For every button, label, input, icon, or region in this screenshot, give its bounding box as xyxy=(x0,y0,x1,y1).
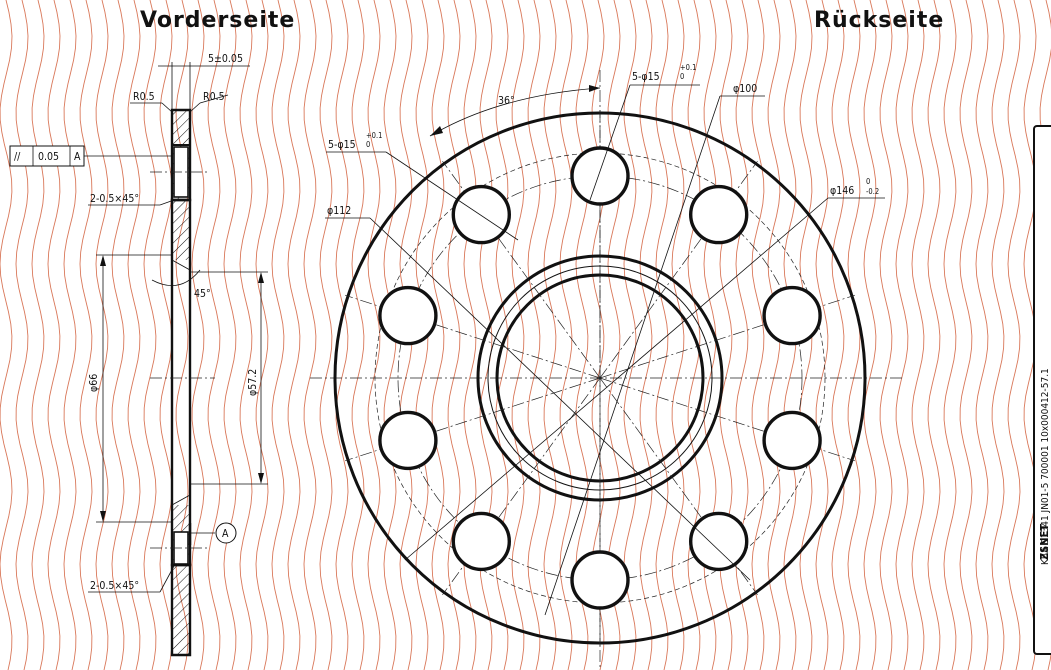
bolt-hole xyxy=(762,410,822,471)
front-datum-label: A xyxy=(222,528,229,540)
back-diameter-146-tol-low: -0.2 xyxy=(866,187,879,196)
wave-line xyxy=(207,0,221,670)
wave-line xyxy=(959,0,973,670)
wave-line xyxy=(367,0,381,670)
title-block-text: KBA 91341 JN01-5 700001 10x000412-57.1 xyxy=(1040,368,1051,565)
section-body xyxy=(170,108,192,657)
bolt-hole xyxy=(378,285,438,346)
front-chamfer-bottom-label: 2-0.5×45° xyxy=(90,580,139,592)
wave-line xyxy=(111,0,125,670)
wave-line xyxy=(191,0,205,670)
wave-line xyxy=(879,0,893,670)
wave-line xyxy=(0,0,13,670)
wave-line xyxy=(95,0,109,670)
bolt-hole xyxy=(451,511,511,572)
wave-line xyxy=(239,0,253,670)
back-diameter-146-label: φ146 xyxy=(830,185,854,197)
bolt-hole xyxy=(451,184,511,245)
bolt-hole xyxy=(378,410,438,471)
back-heading: Rückseite xyxy=(814,8,945,33)
wave-line xyxy=(527,0,541,670)
wave-line xyxy=(223,0,237,670)
front-heading: Vorderseite xyxy=(140,8,296,33)
bolt-hole xyxy=(689,184,749,245)
front-radius-left-label: R0.5 xyxy=(133,91,155,103)
wave-line xyxy=(255,0,269,670)
back-diameter-146-tol-up: 0 xyxy=(866,177,870,186)
back-holes-left-tol-low: 0 xyxy=(366,140,370,149)
wave-line xyxy=(287,0,301,670)
back-diameter-112-label: φ112 xyxy=(327,205,351,217)
wave-line xyxy=(431,0,445,670)
front-diameter-outer-label: φ66 xyxy=(88,374,100,392)
front-diameter-inner-label: φ57.2 xyxy=(247,369,259,396)
back-holes-left-label: 5-φ15 xyxy=(328,139,356,151)
front-chamfer-top-label: 2-0.5×45° xyxy=(90,193,139,205)
wave-line xyxy=(79,0,93,670)
front-angle-label: 45° xyxy=(194,288,211,300)
wave-line xyxy=(271,0,285,670)
wave-line xyxy=(927,0,941,670)
back-holes-top-tol-low: 0 xyxy=(680,72,684,81)
wave-line xyxy=(815,0,829,670)
wave-line xyxy=(943,0,957,670)
title-block-logo: ZSNET xyxy=(1038,524,1051,560)
tolerance-datum: A xyxy=(74,151,81,163)
wave-line xyxy=(303,0,317,670)
wave-line xyxy=(319,0,333,670)
wave-line xyxy=(127,0,141,670)
wave-line xyxy=(559,0,573,670)
wave-line xyxy=(543,0,557,670)
wave-line xyxy=(623,0,637,670)
wave-line xyxy=(991,0,1005,670)
wave-line xyxy=(975,0,989,670)
wave-line xyxy=(447,0,461,670)
back-angle-label: 36° xyxy=(498,95,515,107)
bolt-hole xyxy=(570,146,630,206)
wave-line xyxy=(63,0,77,670)
wave-line xyxy=(863,0,877,670)
wave-line xyxy=(671,0,685,670)
tolerance-symbol: // xyxy=(14,151,21,163)
wave-line xyxy=(1007,0,1021,670)
wave-line xyxy=(47,0,61,670)
wave-line xyxy=(847,0,861,670)
wave-line xyxy=(911,0,925,670)
front-section-view: 5±0.05 R0.5 R0.5 // 0.05 A 2-0.5×45° 45° xyxy=(9,53,268,657)
back-plan-view: 36° 5-φ15 +0.1 0 φ100 5-φ15 +0.1 0 φ112 … xyxy=(310,63,905,668)
wave-line xyxy=(575,0,589,670)
bolt-hole xyxy=(570,550,630,610)
wave-line xyxy=(751,0,765,670)
wave-line xyxy=(351,0,365,670)
front-thickness-label: 5±0.05 xyxy=(208,53,243,65)
front-radius-right-label: R0.5 xyxy=(203,91,225,103)
wave-line xyxy=(831,0,845,670)
back-holes-left-tol: +0.1 xyxy=(366,131,382,140)
wave-line xyxy=(31,0,45,670)
bolt-hole xyxy=(689,511,749,572)
tolerance-frame: // 0.05 A xyxy=(9,145,172,167)
back-holes-top-tol: +0.1 xyxy=(680,63,696,72)
wave-line xyxy=(143,0,157,670)
title-block: KBA 91341 JN01-5 700001 10x000412-57.1 Z… xyxy=(1033,125,1051,655)
wave-line xyxy=(639,0,653,670)
wave-line xyxy=(895,0,909,670)
bolt-hole xyxy=(762,285,822,346)
wave-line xyxy=(655,0,669,670)
wave-line xyxy=(335,0,349,670)
wave-line xyxy=(15,0,29,670)
tolerance-value: 0.05 xyxy=(38,151,59,163)
back-diameter-100-label: φ100 xyxy=(733,83,757,95)
back-holes-top-label: 5-φ15 xyxy=(632,71,660,83)
